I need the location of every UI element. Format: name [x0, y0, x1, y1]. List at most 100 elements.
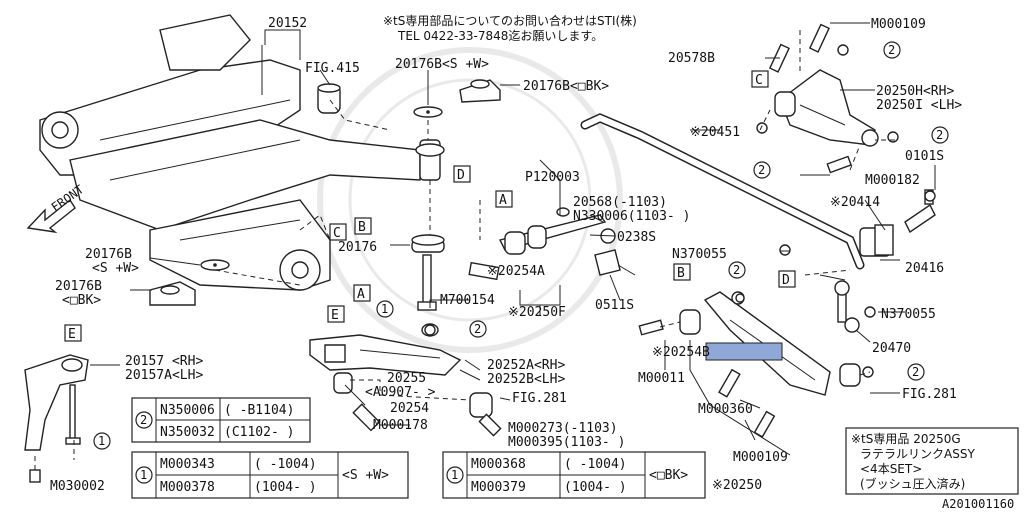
label-20255[interactable]: 20255: [387, 371, 426, 386]
label-20250H[interactable]: 20250H<RH>: [876, 84, 954, 99]
circle-1-a: 1: [381, 302, 388, 316]
table-washer-part-2[interactable]: N350032: [160, 425, 215, 440]
label-20254B[interactable]: ※20254B: [652, 345, 710, 360]
label-20416[interactable]: 20416: [905, 261, 944, 276]
label-20470[interactable]: 20470: [872, 341, 911, 356]
label-20414[interactable]: ※20414: [830, 195, 880, 210]
label-N330006[interactable]: N330006(1103- ): [573, 209, 690, 224]
label-20176[interactable]: 20176: [338, 240, 377, 255]
label-20176B-left-prefix[interactable]: 20176B: [55, 279, 102, 294]
upper-arm-20250H[interactable]: [774, 69, 879, 147]
label-M000395[interactable]: M000395(1103- ): [508, 435, 625, 450]
table-bolt-sw-part-1[interactable]: M000343: [160, 457, 215, 472]
table-bolt-bk-part-1[interactable]: M000368: [471, 457, 526, 472]
label-FIG281-b[interactable]: FIG.281: [902, 387, 957, 402]
callout-B2: B: [677, 266, 685, 281]
label-M700154[interactable]: M700154: [440, 293, 495, 308]
bolt-M000178[interactable]: [352, 403, 381, 432]
label-fig415[interactable]: FIG.415: [305, 61, 360, 76]
label-20252B[interactable]: 20252B<LH>: [487, 372, 565, 387]
label-20568[interactable]: 20568(-1103): [573, 195, 667, 210]
bushing-fig415[interactable]: [317, 83, 341, 114]
label-M000109-bot[interactable]: M000109: [733, 450, 788, 465]
ts-note-line4: (ブッシュ圧入済み): [860, 476, 965, 491]
part-labels: 20152 FIG.415 20176B<S +W> 20176B<□BK> 2…: [50, 16, 962, 494]
bolt-M000273[interactable]: [478, 413, 502, 437]
label-0238S[interactable]: 0238S: [617, 230, 656, 245]
bolt-M000360[interactable]: [718, 368, 741, 398]
label-M000178[interactable]: M000178: [373, 418, 428, 433]
label-20250[interactable]: ※20250: [712, 478, 762, 493]
label-20157A[interactable]: 20157A<LH>: [125, 368, 203, 383]
mount-20176B-top[interactable]: [413, 79, 501, 118]
label-N370055-b[interactable]: N370055: [881, 307, 936, 322]
label-20254A[interactable]: ※20254A: [487, 264, 545, 279]
nut-0101S[interactable]: [924, 190, 936, 202]
label-20176B-left[interactable]: 20176B: [85, 247, 132, 262]
table-washer-part-1[interactable]: N350006: [160, 403, 215, 418]
table-bolt-sw-ref: 1: [140, 468, 147, 482]
table-bolt-sw-part-2[interactable]: M000378: [160, 480, 215, 495]
table-washer-range-2: (C1102- ): [224, 425, 294, 440]
label-20254[interactable]: 20254: [390, 401, 429, 416]
label-N370055-a[interactable]: N370055: [672, 247, 727, 262]
label-M000360[interactable]: M000360: [698, 402, 753, 417]
label-M000109-top[interactable]: M000109: [871, 17, 926, 32]
label-M000011[interactable]: M00011: [638, 371, 685, 386]
circle-2-f: 2: [912, 365, 919, 379]
callout-E2: E: [68, 327, 76, 342]
label-0101S[interactable]: 0101S: [905, 149, 944, 164]
label-20252A[interactable]: 20252A<RH>: [487, 358, 565, 373]
bolt-M000109-top[interactable]: [808, 23, 830, 53]
lateral-link-20250F[interactable]: [468, 214, 607, 281]
circle-1-b: 1: [98, 434, 105, 448]
rear-subframe[interactable]: [39, 14, 421, 291]
label-20176B-bk-top[interactable]: 20176B<□BK>: [523, 79, 609, 94]
bolt-M000182[interactable]: [826, 155, 852, 174]
label-20250I[interactable]: 20250I <LH>: [876, 98, 962, 113]
bracket-20157[interactable]: [24, 354, 89, 483]
table-bolt-bk-ref: 1: [451, 468, 458, 482]
label-20176B-left-sw[interactable]: <S +W>: [92, 261, 139, 276]
label-20176B-left-bk[interactable]: <□BK>: [62, 293, 101, 308]
label-FIG281-a[interactable]: FIG.281: [512, 391, 567, 406]
bolt-M700154[interactable]: [417, 254, 437, 311]
label-20250F[interactable]: ※20250F: [508, 305, 566, 320]
callout-E1: E: [331, 308, 339, 323]
callout-boxes: D C B A E E A C B D: [64, 70, 796, 342]
label-A0907[interactable]: <A0907- >: [365, 385, 436, 400]
table-bolt-bk-part-2[interactable]: M000379: [471, 480, 526, 495]
label-20176B-sw-top[interactable]: 20176B<S +W>: [395, 57, 489, 72]
watermark-emblem: [317, 47, 623, 353]
mount-20176-center[interactable]: [411, 139, 445, 253]
stabilizer-bushing-20416[interactable]: [859, 224, 894, 257]
label-20578B[interactable]: 20578B: [668, 51, 715, 66]
footer-code: A201001160: [942, 497, 1014, 511]
notice-line2: TEL 0422-33-7848迄お願いします。: [397, 29, 603, 43]
table-bolt-bk-range-1: ( -1004): [564, 457, 627, 472]
label-M000273[interactable]: M000273(-1103): [508, 421, 618, 436]
table-bolt-sw: 1 M000343 ( -1004) M000378 (1004- ) <S +…: [131, 451, 409, 499]
mount-20176B-left[interactable]: [149, 259, 230, 306]
bolt-M000011[interactable]: [638, 319, 664, 336]
callout-D2: D: [782, 273, 790, 288]
label-P120003[interactable]: P120003: [525, 170, 580, 185]
nut-group[interactable]: [424, 44, 899, 378]
dashed-assembly-lines: [34, 30, 895, 470]
lower-arm-20252[interactable]: [309, 334, 462, 376]
bolt-M000109-lower[interactable]: [753, 410, 776, 438]
circle-2-b: 2: [888, 43, 895, 57]
label-M000182[interactable]: M000182: [865, 173, 920, 188]
callout-A1: A: [357, 287, 365, 302]
leader-lines: [90, 22, 936, 456]
label-M030002[interactable]: M030002: [50, 479, 105, 494]
label-20152[interactable]: 20152: [268, 16, 307, 31]
label-20157[interactable]: 20157 <RH>: [125, 354, 203, 369]
stabilizer-bar-20451[interactable]: [580, 113, 865, 270]
label-20451[interactable]: ※20451: [690, 125, 740, 140]
stabilizer-link-20470[interactable]: [819, 274, 860, 333]
ts-note-line2: ラテラルリンクASSY: [860, 447, 975, 461]
label-0511S[interactable]: 0511S: [595, 298, 634, 313]
